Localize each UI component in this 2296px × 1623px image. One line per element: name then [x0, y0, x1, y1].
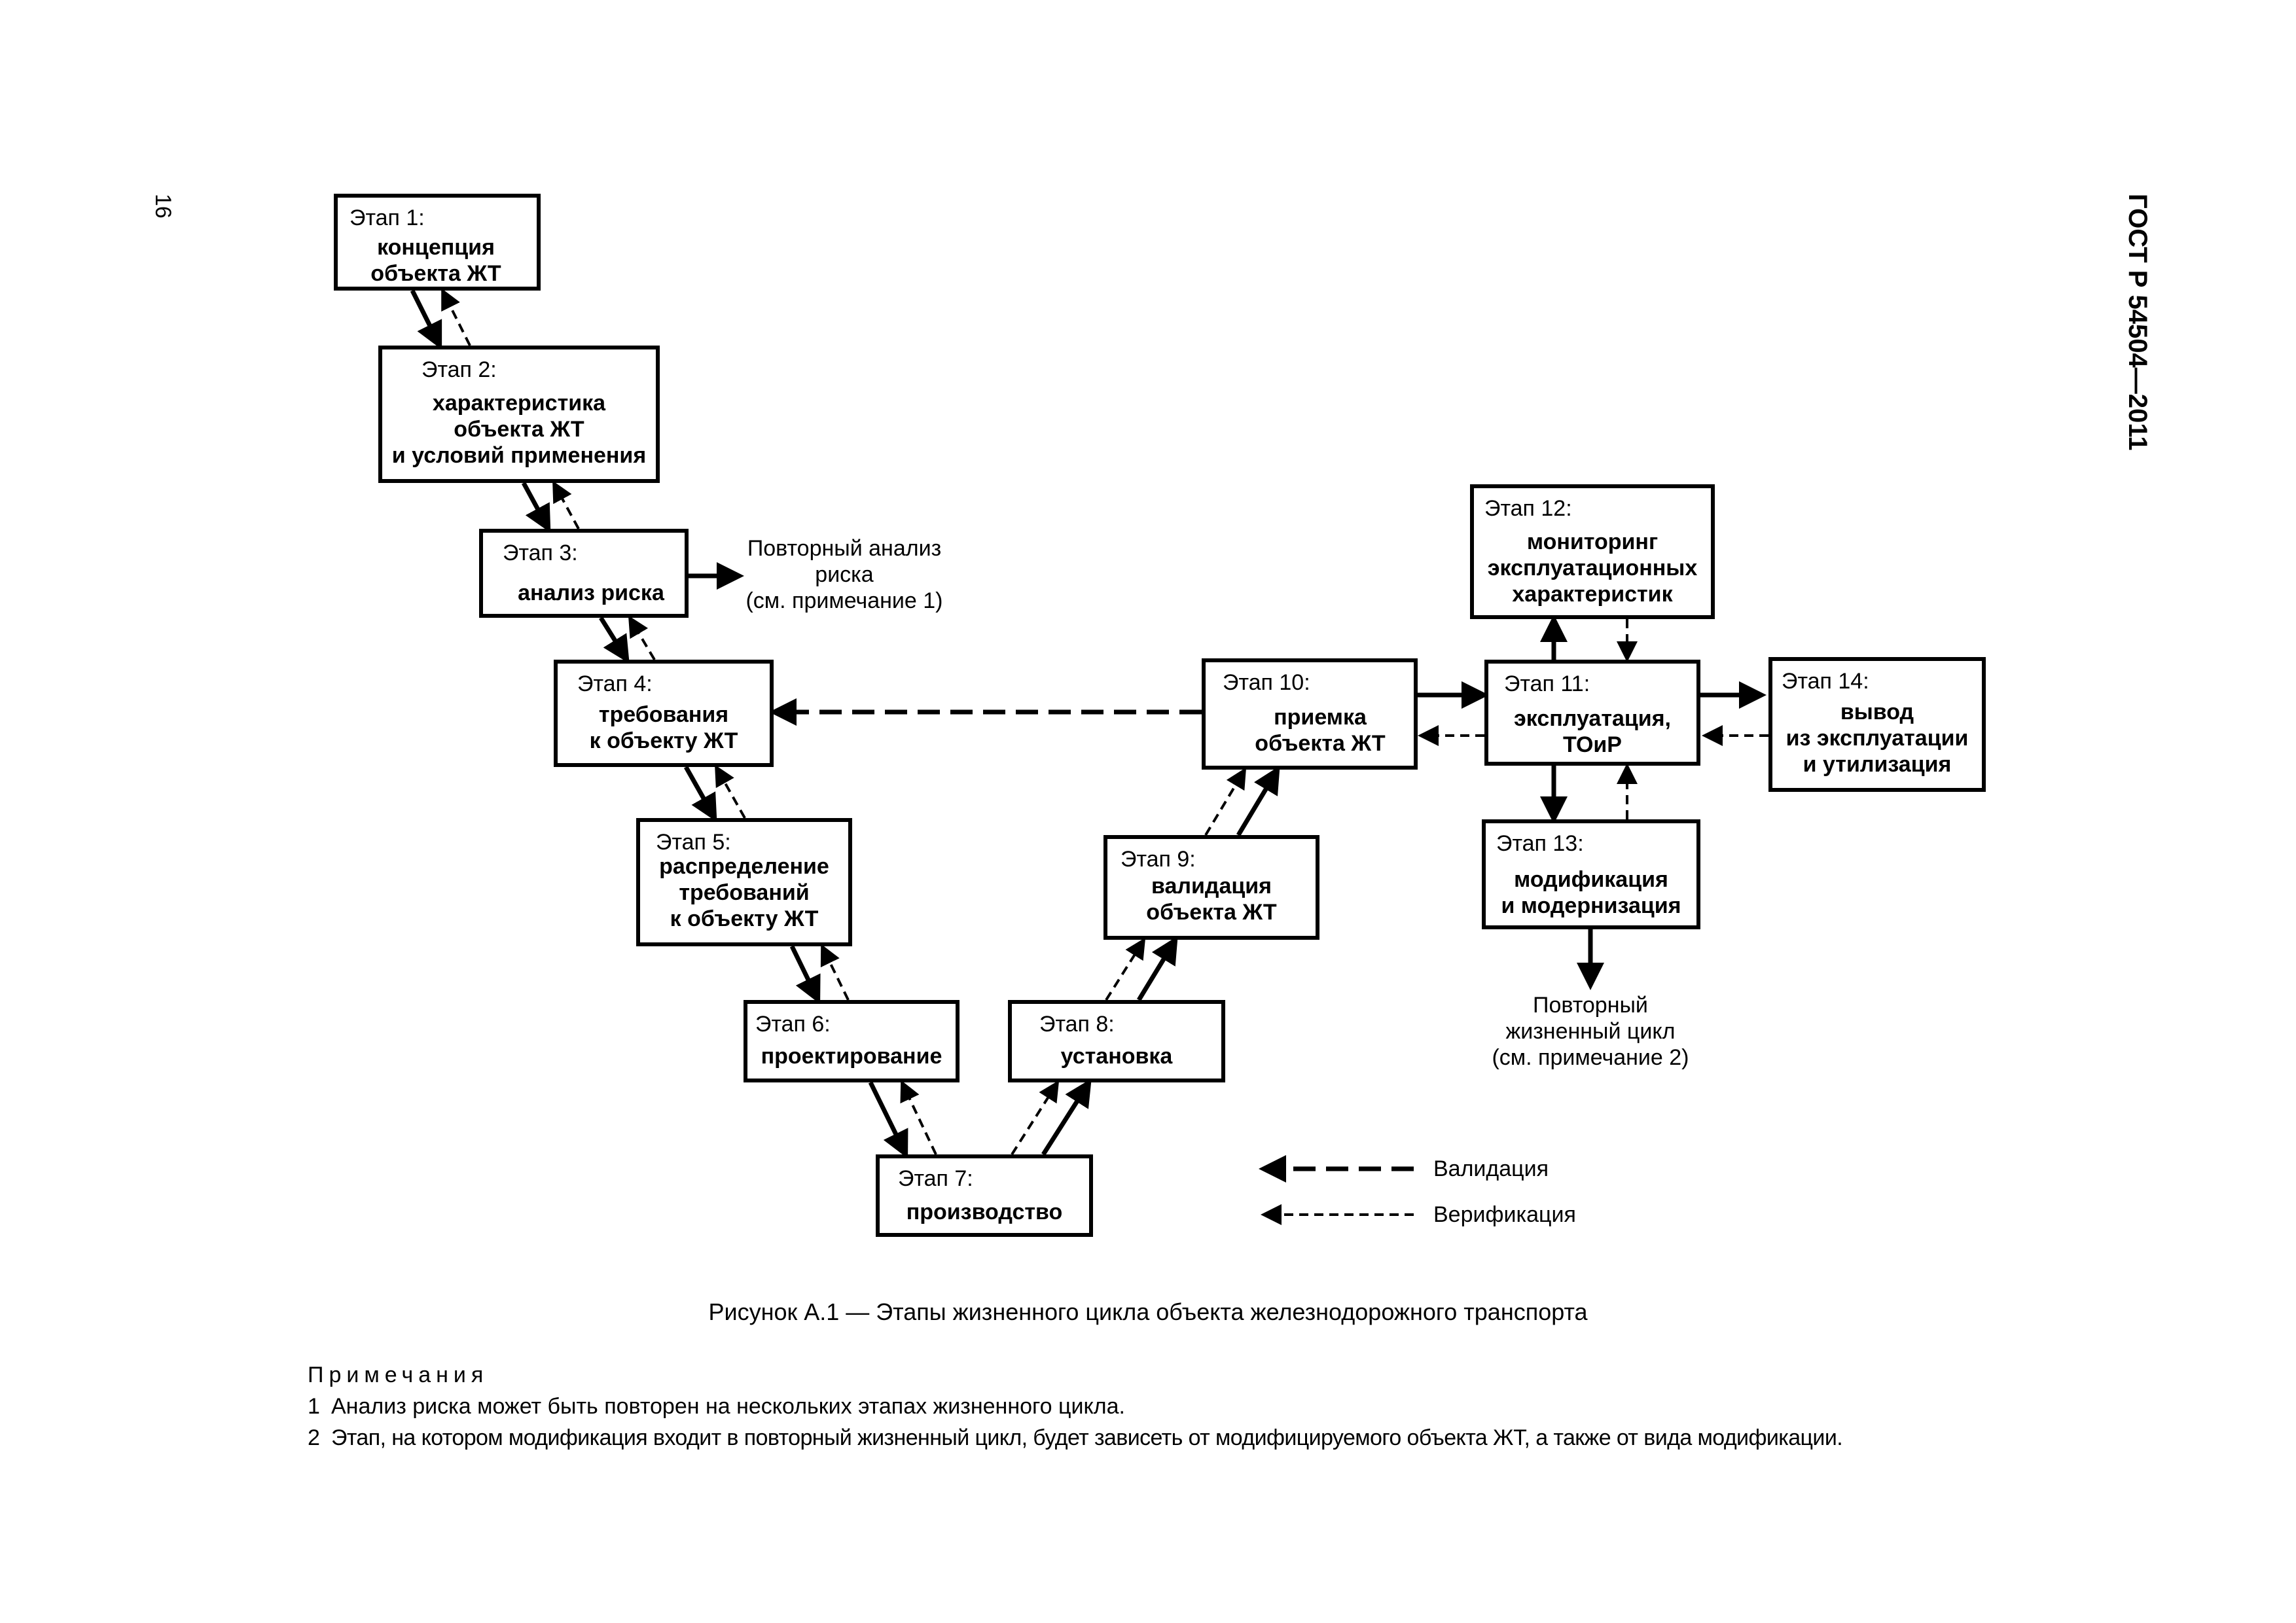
stage-11-label: Этап 11:: [1504, 671, 1590, 696]
stage-13-name: модификация и модернизация: [1501, 867, 1681, 918]
stage-1-box: Этап 1: концепция объекта ЖТ: [334, 194, 541, 291]
note-2-number: 2: [308, 1425, 320, 1450]
verification-7-to-6: [900, 1080, 937, 1155]
stage-6-name: проектирование: [761, 1044, 942, 1069]
stage-12-box: Этап 12: мониторинг эксплуатационных хар…: [1470, 484, 1715, 619]
arrow-7-to-8: [1041, 1079, 1092, 1156]
verification-3-to-2: [552, 480, 580, 529]
stage-5-name: распределение требований к объекту ЖТ: [659, 854, 829, 931]
stage-7-name: производство: [906, 1200, 1063, 1224]
verification-6-to-5: [820, 944, 850, 1001]
legend-verification-label: Верификация: [1433, 1202, 1576, 1227]
stage-10-label: Этап 10:: [1223, 670, 1310, 695]
stage-14-label: Этап 14:: [1782, 669, 1869, 694]
stage-2-box: Этап 2: характеристика объекта ЖТ и усло…: [378, 346, 660, 483]
verification-4-to-3: [628, 615, 656, 661]
note-1-number: 1: [308, 1394, 320, 1419]
note-1: 1 Анализ риска может быть повторен на нес…: [308, 1394, 1125, 1419]
stage-4-name: требования к объекту ЖТ: [589, 702, 738, 753]
note-1-text: Анализ риска может быть повторен на неск…: [331, 1394, 1125, 1419]
risk-reanalysis-note: Повторный анализ риска (см. примечание 1…: [745, 536, 943, 613]
stage-3-box: Этап 3: анализ риска: [479, 529, 689, 618]
stage-9-name: валидация объекта ЖТ: [1146, 874, 1277, 925]
stage-5-label: Этап 5:: [656, 830, 731, 855]
stage-7-box: Этап 7: производство: [876, 1154, 1093, 1237]
stage-14-name: вывод из эксплуатации и утилизация: [1785, 700, 1969, 777]
stage-3-name: анализ риска: [518, 580, 664, 605]
verification-2-to-1: [441, 288, 471, 346]
stage-8-box: Этап 8: установка: [1008, 1000, 1225, 1082]
stage-8-label: Этап 8:: [1039, 1012, 1115, 1037]
stage-2-name: характеристика объекта ЖТ и условий прим…: [391, 391, 647, 468]
stage-8-name: установка: [1060, 1044, 1173, 1069]
arrow-1-to-2: [410, 289, 442, 350]
figure-caption: Рисунок А.1 — Этапы жизненного цикла объ…: [708, 1298, 1588, 1325]
arrow-5-to-6: [789, 945, 821, 1005]
arrow-2-to-3: [521, 482, 551, 533]
stage-6-label: Этап 6:: [755, 1012, 831, 1037]
arrow-9-to-10: [1236, 765, 1280, 836]
stage-10-box: Этап 10: приемка объекта ЖТ: [1202, 658, 1418, 770]
arrow-8-to-9: [1137, 936, 1178, 1001]
verification-9-to-10: [1204, 767, 1247, 836]
stage-10-name: приемка объекта ЖТ: [1255, 705, 1386, 756]
stage-9-label: Этап 9:: [1121, 847, 1196, 872]
stage-13-label: Этап 13:: [1496, 831, 1584, 856]
stage-5-box: Этап 5: распределение требований к объек…: [636, 818, 852, 946]
stage-7-label: Этап 7:: [898, 1166, 973, 1191]
repeat-cycle-note: Повторный жизненный цикл (см. примечание…: [1492, 993, 1689, 1070]
legend-validation-label: Валидация: [1433, 1156, 1549, 1181]
arrow-6-to-7: [868, 1081, 908, 1159]
note-2-text: Этап, на котором модификация входит в по…: [331, 1425, 1843, 1450]
stage-6-box: Этап 6: проектирование: [744, 1000, 960, 1082]
stage-11-box: Этап 11: эксплуатация, ТОиР: [1484, 660, 1700, 766]
stage-2-label: Этап 2:: [422, 357, 497, 382]
stage-1-label: Этап 1:: [350, 205, 425, 230]
arrow-3-to-4: [599, 616, 630, 664]
stage-4-box: Этап 4: требования к объекту ЖТ: [554, 660, 774, 767]
stage-12-name: мониторинг эксплуатационных характеристи…: [1487, 529, 1698, 607]
stage-14-box: Этап 14: вывод из эксплуатации и утилиза…: [1768, 657, 1986, 792]
stage-13-box: Этап 13: модификация и модернизация: [1482, 819, 1700, 929]
stage-4-label: Этап 4:: [577, 671, 653, 696]
stage-3-label: Этап 3:: [503, 541, 578, 565]
stage-12-label: Этап 12:: [1484, 496, 1572, 521]
verification-8-to-9: [1105, 937, 1146, 1001]
arrow-4-to-5: [683, 766, 717, 823]
stage-11-name: эксплуатация, ТОиР: [1514, 706, 1671, 757]
stage-9-box: Этап 9: валидация объекта ЖТ: [1103, 835, 1319, 940]
verification-5-to-4: [715, 764, 746, 819]
stage-1-name: концепция объекта ЖТ: [370, 235, 501, 286]
note-2: 2 Этап, на котором модификация входит в п…: [308, 1425, 1843, 1451]
notes-title: Примечания: [308, 1363, 489, 1387]
